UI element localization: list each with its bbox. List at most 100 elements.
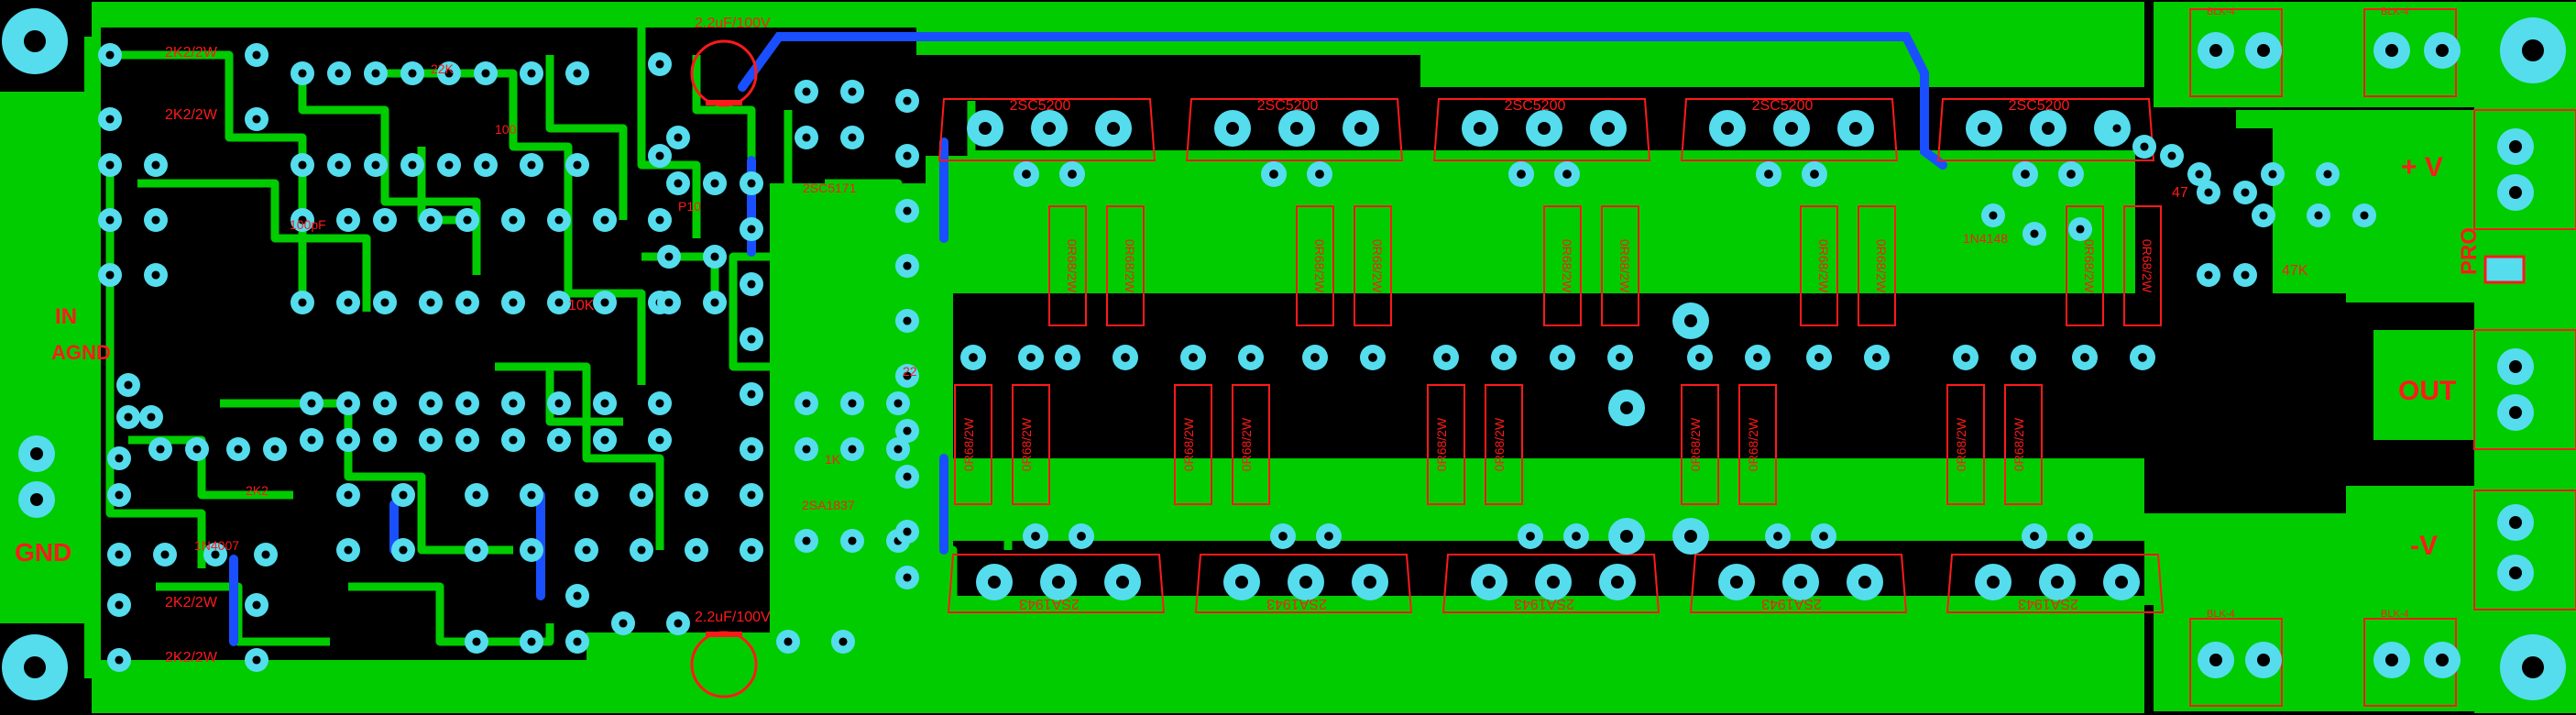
component-pad (840, 126, 864, 149)
connector-pad (1672, 302, 1709, 339)
transistor-pad (2030, 110, 2066, 147)
component-pad (593, 428, 617, 452)
component-pad (107, 543, 131, 566)
resistor-label: 0R68/2W (1617, 239, 1632, 293)
resistor-body (1485, 384, 1523, 505)
resistor-body (2066, 205, 2104, 326)
component-pad (373, 428, 397, 452)
resistor-pad (1806, 345, 1832, 370)
resistor-pad (1113, 345, 1138, 370)
resistor-label: 0R68/2W (1746, 417, 1760, 471)
small-r10k: 10K (568, 298, 595, 314)
component-pad (895, 364, 919, 388)
transistor-bottom-outline (1441, 554, 1661, 613)
component-pad (2352, 204, 2376, 227)
transistor-top-outline (1432, 98, 1651, 161)
component-pad (501, 391, 525, 415)
transistor-pad (1518, 523, 1543, 549)
component-pad (520, 630, 543, 654)
transistor-pad (1214, 110, 1251, 147)
component-pad (703, 171, 727, 195)
connector-pad (2245, 32, 2282, 69)
transistor-top-label: 2SC5200 (1752, 98, 1814, 114)
component-pad (895, 89, 919, 113)
transistor-pad (1040, 564, 1077, 600)
resistor-label: 0R68/2W (1239, 417, 1254, 471)
resistor-body (1012, 384, 1050, 505)
component-pad (630, 483, 653, 507)
resistor-pad (1433, 345, 1459, 370)
label-plus-v: + V (2401, 152, 2443, 182)
resistor-pad (1055, 345, 1080, 370)
component-pad (886, 391, 910, 415)
component-pad (657, 245, 681, 269)
resistor-body (1427, 384, 1465, 505)
resistor-body (1946, 384, 1985, 505)
transistor-bottom-outline (1194, 554, 1413, 613)
component-pad (98, 208, 122, 232)
component-pad (795, 391, 818, 415)
transistor-bottom-label: 2SA1943 (1019, 596, 1080, 611)
transistor-pad (1590, 110, 1627, 147)
transistor-pad (2022, 523, 2047, 549)
resistor-pad (1180, 345, 1206, 370)
resistor-22k: 22K (431, 61, 455, 76)
resistor-label: 0R68/2W (1492, 417, 1507, 471)
component-pad (254, 543, 278, 566)
component-pad (185, 437, 209, 461)
transistor-pad (1599, 564, 1636, 600)
component-pad (895, 566, 919, 589)
component-pad (2261, 162, 2285, 186)
connector-pad (2424, 32, 2461, 69)
component-pad (840, 437, 864, 461)
component-pad (2316, 162, 2340, 186)
resistor-pad (1745, 345, 1770, 370)
component-pad (455, 428, 479, 452)
component-pad (327, 153, 351, 177)
transistor-top-label: 2SC5200 (1505, 98, 1566, 114)
resistor-label: 0R68/2W (961, 417, 976, 471)
transistor-pad (1223, 564, 1260, 600)
component-pad (795, 126, 818, 149)
diode-1n4007: 1N4007 (194, 538, 239, 553)
connector-pad (2245, 642, 2282, 678)
component-pad (840, 80, 864, 104)
component-pad (740, 217, 763, 241)
connector-pad (1672, 518, 1709, 555)
transistor-bottom-label: 2SA1943 (1514, 596, 1574, 611)
component-pad (474, 61, 498, 85)
component-pad (2233, 181, 2257, 204)
component-pad (547, 391, 571, 415)
connector-pad (2373, 642, 2410, 678)
pads (18, 32, 2534, 678)
resistor-body (1601, 205, 1639, 326)
transistor-pad (1837, 110, 1874, 147)
component-pad (740, 437, 763, 461)
transistor-bottom-label: 2SA1943 (2018, 596, 2078, 611)
transistor-pad (1847, 564, 1883, 600)
transistor-pad (1095, 110, 1132, 147)
component-pad (565, 630, 589, 654)
resistor-label: 0R68/2W (1954, 417, 1968, 471)
resistor-label: 0R68/2W (1560, 239, 1574, 293)
resistor-label: 0R68/2W (1688, 417, 1703, 471)
label-minus-v: -V (2410, 531, 2438, 561)
component-pad (455, 208, 479, 232)
component-pad (2160, 144, 2184, 168)
resistor-2k2: 2K2 (246, 483, 269, 498)
cap-label-bottom: 2.2uF/100V (695, 610, 771, 625)
transistor-pad (2103, 564, 2140, 600)
component-pad (116, 373, 140, 397)
transistor-pad (1526, 110, 1562, 147)
component-pad (107, 483, 131, 507)
component-pad (776, 630, 800, 654)
transistor-pad (2039, 564, 2076, 600)
resistor-22: 22 (903, 364, 917, 379)
resistor-body (1106, 205, 1145, 326)
resistor-1k: 1K (825, 452, 841, 467)
component-pad (895, 199, 919, 223)
component-pad (2197, 181, 2220, 204)
connector-pad (2198, 32, 2234, 69)
resistor-2k2-bot2: 2K2/2W (165, 650, 218, 666)
